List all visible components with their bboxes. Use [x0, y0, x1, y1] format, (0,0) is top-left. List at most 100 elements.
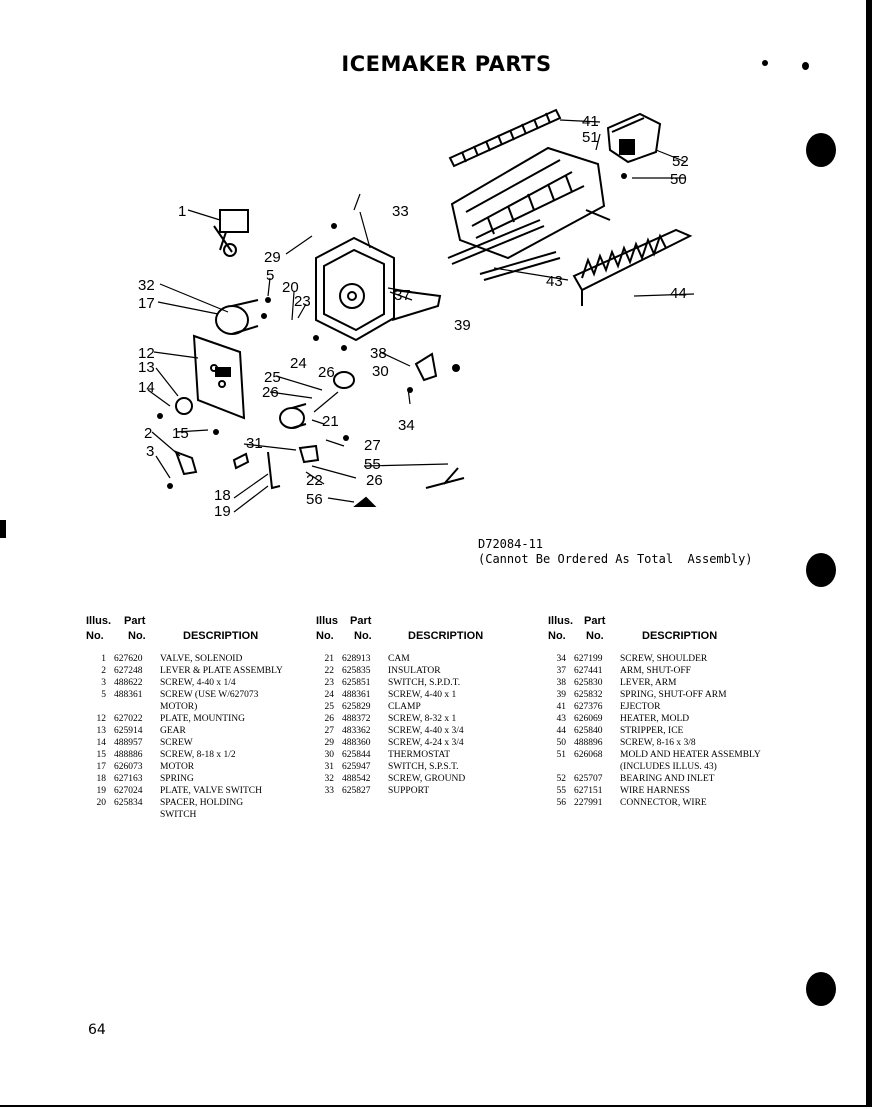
- part-number: 488360: [342, 738, 371, 748]
- part-number: 627248: [114, 666, 143, 676]
- callout-number: 56: [306, 491, 323, 508]
- part-description: SCREW, 8-16 x 3/8: [620, 738, 696, 748]
- illus-number: 24: [324, 690, 335, 700]
- part-number: 488886: [114, 750, 143, 760]
- screws: [157, 173, 627, 489]
- illus-number: 31: [324, 762, 335, 772]
- illus-number: 39: [556, 690, 567, 700]
- illus-number: 43: [556, 714, 567, 724]
- part-description-cont: MOTOR): [160, 702, 198, 712]
- callout-number: 33: [392, 203, 409, 220]
- header-illus: Illus: [316, 615, 339, 627]
- callout-number: 51: [582, 129, 599, 146]
- part-description: CAM: [388, 654, 410, 664]
- callout-number: 3: [146, 443, 154, 460]
- part-description: HEATER, MOLD: [620, 714, 690, 724]
- illus-number: 32: [324, 774, 335, 784]
- mounting-plate-drawing: [192, 334, 246, 420]
- illus-number: 3: [101, 678, 106, 688]
- wire-harness-drawing: [425, 467, 465, 489]
- part-description: SCREW, SHOULDER: [620, 654, 708, 664]
- part-number: 627620: [114, 654, 143, 664]
- part-description: PLATE, VALVE SWITCH: [160, 786, 262, 796]
- valve-switch-plate-drawing: [267, 451, 281, 490]
- part-number: 483362: [342, 726, 371, 736]
- illus-number: 15: [96, 750, 107, 760]
- callout-number: 25: [264, 369, 281, 386]
- illus-number: 52: [556, 774, 567, 784]
- illus-number: 33: [324, 786, 335, 796]
- callout-number: 17: [138, 295, 155, 312]
- part-number: 625832: [574, 690, 603, 700]
- illus-number: 17: [96, 762, 107, 772]
- illus-number: 2: [101, 666, 106, 676]
- illus-number: 14: [96, 738, 107, 748]
- spring-drawing: [232, 452, 250, 470]
- callout-number: 18: [214, 487, 231, 504]
- drawing-number: D72084-11: [478, 537, 544, 551]
- part-description: CONNECTOR, WIRE: [620, 798, 707, 808]
- callout-number: 31: [246, 435, 263, 452]
- part-number: 625827: [342, 786, 371, 796]
- page-number: 64: [88, 1022, 106, 1038]
- illus-number: 30: [324, 750, 335, 760]
- edge-mark: [0, 520, 6, 538]
- callout-number: 5: [266, 267, 274, 284]
- part-description: SCREW, 8-32 x 1: [388, 714, 457, 724]
- part-number: 625835: [342, 666, 371, 676]
- part-description: STRIPPER, ICE: [620, 726, 684, 736]
- part-number: 625830: [574, 678, 603, 688]
- callout-number: 34: [398, 417, 415, 434]
- stripper-drawing: [572, 228, 693, 306]
- callout-number: 15: [172, 425, 189, 442]
- callout-number: 26: [366, 472, 383, 489]
- callout-number: 24: [290, 355, 307, 372]
- callout-number: 21: [322, 413, 339, 430]
- part-description: INSULATOR: [388, 666, 441, 676]
- illus-number: 37: [556, 666, 567, 676]
- part-number: 488361: [342, 690, 371, 700]
- part-number: 488622: [114, 678, 143, 688]
- part-description: GEAR: [160, 726, 186, 736]
- part-description: SPRING, SHUT-OFF ARM: [620, 690, 727, 700]
- part-description: SCREW, 4-40 x 3/4: [388, 726, 464, 736]
- part-description-cont: SWITCH: [160, 810, 197, 820]
- part-description: SCREW, 8-18 x 1/2: [160, 750, 236, 760]
- binder-hole: [806, 133, 836, 167]
- part-number: 626073: [114, 762, 143, 772]
- illus-number: 22: [324, 666, 335, 676]
- callout-number: 26: [318, 364, 335, 381]
- callout-number: 23: [294, 293, 311, 310]
- heater-drawing: [479, 251, 561, 281]
- part-number: 627151: [574, 786, 603, 796]
- illus-number: 26: [324, 714, 335, 724]
- illus-number: 56: [556, 798, 567, 808]
- part-number: 227991: [574, 798, 603, 808]
- part-number: 627022: [114, 714, 143, 724]
- cam-drawing: [279, 403, 307, 429]
- part-description: SUPPORT: [388, 786, 430, 796]
- illus-number: 38: [556, 678, 567, 688]
- part-description: SCREW: [160, 738, 193, 748]
- callout-number: 26: [262, 384, 279, 401]
- illus-number: 23: [324, 678, 335, 688]
- illus-number: 41: [556, 702, 567, 712]
- part-number: 488957: [114, 738, 143, 748]
- callout-number: 12: [138, 345, 155, 362]
- part-description: WIRE HARNESS: [620, 786, 690, 796]
- callout-number: 50: [670, 171, 687, 188]
- part-number: 626069: [574, 714, 603, 724]
- illus-number: 13: [96, 726, 107, 736]
- callout-number: 19: [214, 503, 231, 520]
- callout-number: 30: [372, 363, 389, 380]
- part-number: 488361: [114, 690, 143, 700]
- drawing-code: D72084-11 (Cannot Be Ordered As Total As…: [478, 537, 753, 567]
- part-number: 625947: [342, 762, 371, 772]
- callout-number: 13: [138, 359, 155, 376]
- part-description: BEARING AND INLET: [620, 774, 715, 784]
- header-no: No.: [316, 630, 334, 642]
- part-description: SWITCH, S.P.S.T.: [388, 762, 459, 772]
- lever-arm-drawing: [414, 352, 438, 382]
- part-description: MOTOR: [160, 762, 195, 772]
